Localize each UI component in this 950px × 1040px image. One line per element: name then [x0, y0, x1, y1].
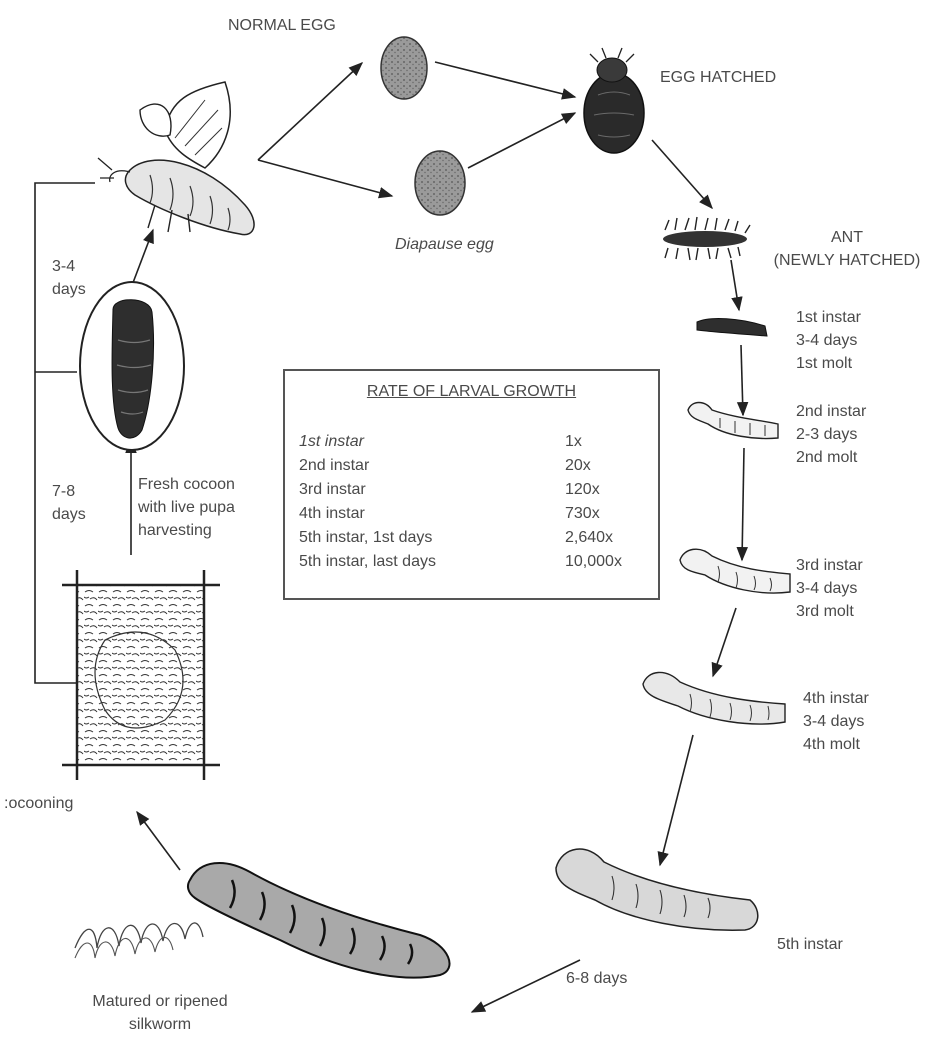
days-7-8-unit: days — [52, 503, 86, 526]
instar3-stage: 3rd instar — [796, 554, 863, 577]
cocooning-label: :ocooning — [4, 792, 73, 815]
matured-silkworm-label: Matured or ripened silkworm — [60, 990, 260, 1036]
instar3-molt: 3rd molt — [796, 600, 863, 623]
matured-silkworm-illustration — [75, 863, 450, 978]
fresh-cocoon-line3: harvesting — [138, 519, 235, 542]
arrow-matured-to-cocooning — [137, 812, 180, 870]
instar3-larva-illustration — [680, 549, 790, 593]
growth-row: 5th instar, 1st days 2,640x — [299, 529, 649, 552]
days-6-8-label: 6-8 days — [566, 967, 627, 990]
ant-label: ANT (NEWLY HATCHED) — [747, 226, 947, 272]
matured-line1: Matured or ripened — [60, 990, 260, 1013]
growth-row: 1st instar 1x — [299, 433, 649, 456]
arrow-ant-to-instar1 — [731, 260, 739, 310]
growth-stage: 3rd instar — [299, 481, 366, 499]
growth-multiplier: 20x — [565, 457, 591, 475]
growth-table-title: RATE OF LARVAL GROWTH — [285, 383, 658, 401]
diapause-egg-illustration — [415, 151, 465, 215]
arrow-pupa-to-moth — [131, 230, 153, 288]
fresh-cocoon-line2: with live pupa — [138, 496, 235, 519]
instar2-label: 2nd instar 2-3 days 2nd molt — [796, 400, 866, 469]
instar1-days: 3-4 days — [796, 329, 861, 352]
normal-egg-label: NORMAL EGG — [228, 14, 336, 37]
instar4-label: 4th instar 3-4 days 4th molt — [803, 687, 869, 756]
growth-multiplier: 2,640x — [565, 529, 613, 547]
larval-growth-table: RATE OF LARVAL GROWTH 1st instar 1x 2nd … — [283, 369, 660, 600]
instar1-label: 1st instar 3-4 days 1st molt — [796, 306, 861, 375]
egg-hatched-label: EGG HATCHED — [660, 66, 776, 89]
growth-multiplier: 120x — [565, 481, 600, 499]
growth-stage: 5th instar, last days — [299, 553, 436, 571]
instar4-stage: 4th instar — [803, 687, 869, 710]
fresh-cocoon-line1: Fresh cocoon — [138, 473, 235, 496]
arrow-moth-to-diapause-egg — [258, 160, 392, 196]
growth-row: 4th instar 730x — [299, 505, 649, 528]
days-7-8-number: 7-8 — [52, 480, 86, 503]
growth-multiplier: 730x — [565, 505, 600, 523]
ant-larva-illustration — [663, 217, 750, 260]
arrow-normal-egg-to-hatched — [435, 62, 575, 97]
arrow-moth-to-normal-egg — [258, 63, 362, 160]
instar5-label: 5th instar — [777, 933, 843, 956]
instar2-days: 2-3 days — [796, 423, 866, 446]
instar1-larva-illustration — [697, 319, 767, 336]
growth-row: 2nd instar 20x — [299, 457, 649, 480]
growth-multiplier: 1x — [565, 433, 582, 451]
arrow-instar2-to-instar3 — [742, 448, 744, 560]
days-3-4-bracket-label: 3-4 days — [52, 255, 86, 301]
instar4-days: 3-4 days — [803, 710, 869, 733]
arrow-instar4-to-instar5 — [660, 735, 693, 865]
growth-stage: 1st instar — [299, 433, 364, 451]
instar2-larva-illustration — [688, 403, 778, 439]
instar1-stage: 1st instar — [796, 306, 861, 329]
days-3-4-unit: days — [52, 278, 86, 301]
egg-hatched-illustration — [584, 48, 644, 153]
days-3-4-number: 3-4 — [52, 255, 86, 278]
growth-row: 5th instar, last days 10,000x — [299, 553, 649, 576]
growth-stage: 2nd instar — [299, 457, 369, 475]
moth-illustration — [98, 82, 254, 235]
ant-label-line1: ANT — [747, 226, 947, 249]
normal-egg-illustration — [381, 37, 427, 99]
arrow-diapause-egg-to-hatched — [468, 113, 575, 168]
diapause-egg-label: Diapause egg — [395, 233, 494, 256]
days-7-8-bracket-label: 7-8 days — [52, 480, 86, 526]
instar3-days: 3-4 days — [796, 577, 863, 600]
instar5-larva-illustration — [556, 849, 758, 930]
growth-row: 3rd instar 120x — [299, 481, 649, 504]
arrow-instar5-to-matured — [472, 960, 580, 1012]
growth-stage: 4th instar — [299, 505, 365, 523]
arrow-instar1-to-instar2 — [741, 345, 743, 415]
instar1-molt: 1st molt — [796, 352, 861, 375]
instar2-molt: 2nd molt — [796, 446, 866, 469]
pupa-in-cocoon-illustration — [80, 282, 184, 450]
ant-label-line2: (NEWLY HATCHED) — [747, 249, 947, 272]
instar4-molt: 4th molt — [803, 733, 869, 756]
instar4-larva-illustration — [643, 672, 785, 724]
arrow-instar3-to-instar4 — [713, 608, 736, 676]
matured-line2: silkworm — [60, 1013, 260, 1036]
instar2-stage: 2nd instar — [796, 400, 866, 423]
fresh-cocoon-label: Fresh cocoon with live pupa harvesting — [138, 473, 235, 542]
growth-multiplier: 10,000x — [565, 553, 622, 571]
growth-stage: 5th instar, 1st days — [299, 529, 432, 547]
cocooning-illustration — [62, 570, 220, 780]
instar3-label: 3rd instar 3-4 days 3rd molt — [796, 554, 863, 623]
arrow-hatched-to-ant — [652, 140, 712, 208]
